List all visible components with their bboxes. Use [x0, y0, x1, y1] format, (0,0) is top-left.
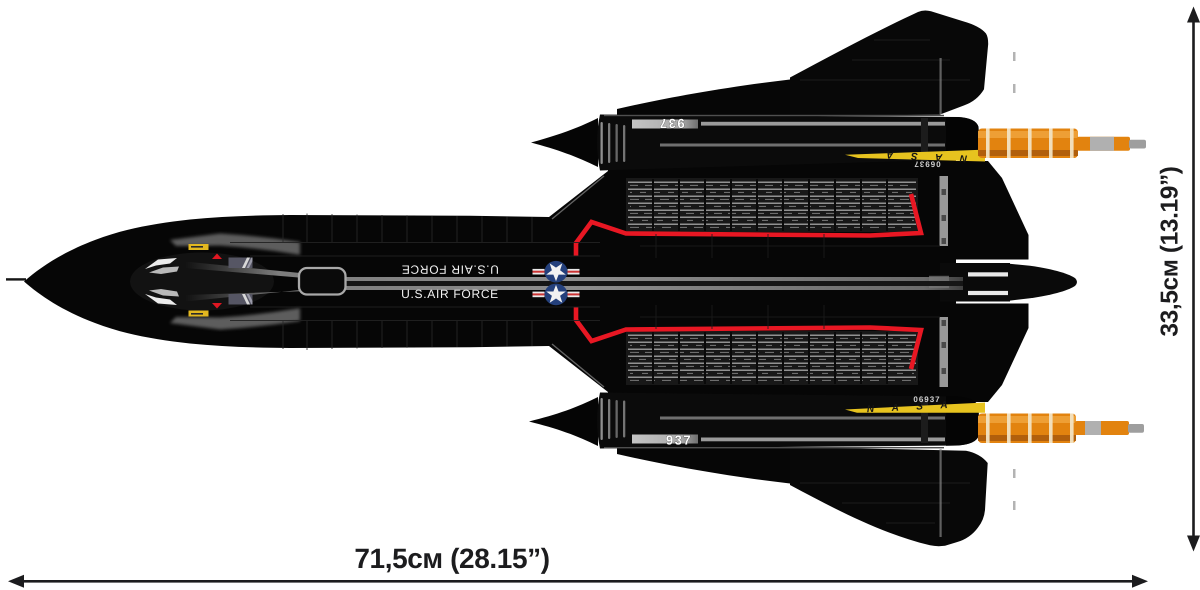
svg-text:33,5см (13.19”): 33,5см (13.19”): [1157, 166, 1184, 336]
svg-text:937: 937: [658, 116, 684, 131]
svg-text:NASA: NASA: [867, 399, 966, 415]
svg-text:U.S.AIR FORCE: U.S.AIR FORCE: [401, 262, 499, 276]
svg-text:937: 937: [666, 432, 692, 447]
svg-text:06937: 06937: [913, 395, 940, 404]
svg-text:NASA: NASA: [869, 148, 968, 164]
svg-text:06937: 06937: [913, 159, 940, 168]
svg-text:71,5см (28.15”): 71,5см (28.15”): [354, 543, 549, 574]
svg-text:U.S.AIR FORCE: U.S.AIR FORCE: [401, 287, 499, 301]
